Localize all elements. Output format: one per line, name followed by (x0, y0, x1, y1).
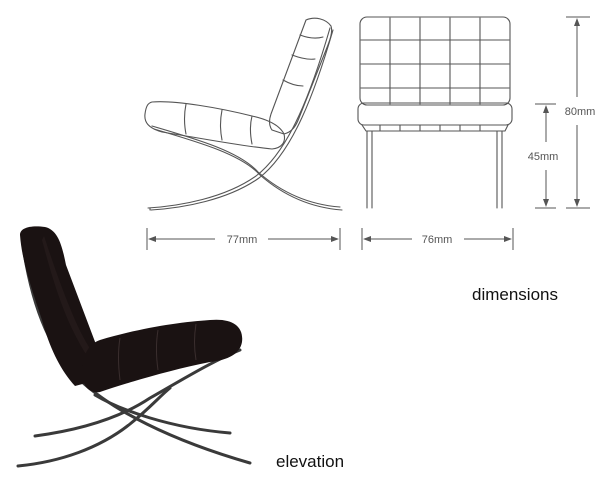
dim-label-seat-height: 45mm (528, 151, 559, 163)
front-legs (366, 130, 503, 209)
dim-line-overall-height (566, 16, 590, 209)
side-backrest (269, 17, 333, 135)
elevation-chair (16, 226, 252, 468)
dim-line-width (361, 228, 514, 250)
caption-elevation: elevation (276, 452, 345, 471)
side-frame (147, 27, 331, 209)
front-view-drawing (357, 16, 513, 209)
dim-line-depth (146, 228, 341, 250)
elevation-seat (82, 319, 243, 393)
dim-label-depth: 77mm (227, 234, 258, 246)
front-seat (357, 102, 513, 126)
dim-label-overall-height: 80mm (565, 106, 596, 118)
side-seat (144, 101, 286, 150)
dim-line-seat-height (535, 103, 556, 209)
side-view-drawing (144, 17, 343, 211)
dim-label-width: 76mm (422, 234, 453, 246)
caption-dimensions: dimensions (472, 285, 558, 304)
front-backrest (359, 16, 511, 106)
